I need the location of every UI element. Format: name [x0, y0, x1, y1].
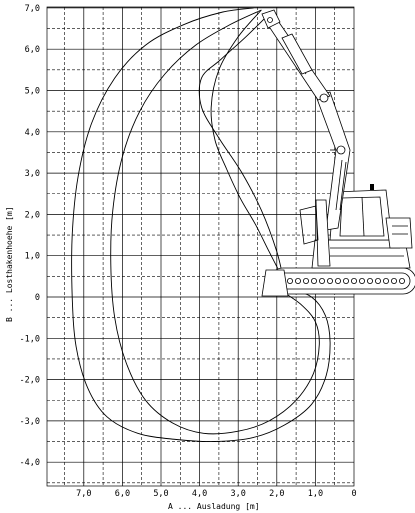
x-tick-label: 2,0: [269, 489, 284, 499]
y-tick-label: 4,0: [25, 128, 40, 138]
track-roller: [342, 277, 349, 284]
track-roller: [310, 277, 317, 284]
x-tick-label: 1,0: [308, 489, 323, 499]
x-tick-labels: 7,0 6,0 5,0 4,0 3,0 2,0 1,0 0: [76, 489, 356, 499]
x-tick-label: 4,0: [192, 489, 207, 499]
track-roller: [294, 277, 301, 284]
y-tick-label: 7,0: [25, 4, 40, 14]
y-tick-label: 2,0: [25, 210, 40, 220]
track-roller: [334, 277, 341, 284]
track-roller: [350, 277, 357, 284]
y-tick-label: -2,0: [20, 376, 40, 386]
x-tick-label: 0: [351, 489, 356, 499]
track-roller: [374, 277, 381, 284]
y-tick-label: 1,0: [25, 252, 40, 262]
y-tick-label: -4,0: [20, 458, 40, 468]
y-tick-label: -3,0: [20, 417, 40, 427]
y-tick-label: 5,0: [25, 87, 40, 97]
outer-envelope-curve: [71, 7, 331, 443]
y-axis-label: B ... Losthakenhoehe [m]: [5, 206, 14, 322]
track-roller: [398, 277, 405, 284]
track-roller: [366, 277, 373, 284]
x-axis-label: A ... Ausladung [m]: [168, 502, 260, 511]
track-roller: [382, 277, 389, 284]
inner-envelope-curve: [110, 9, 320, 435]
working-range-curves: [71, 7, 331, 443]
track-roller: [286, 277, 293, 284]
y-tick-label: 6,0: [25, 45, 40, 55]
track-roller: [302, 277, 309, 284]
y-tick-label: 3,0: [25, 169, 40, 179]
excavator-drawing: [261, 9, 415, 297]
x-tick-label: 5,0: [153, 489, 168, 499]
track-roller: [318, 277, 325, 284]
y-tick-label: 0: [35, 293, 40, 303]
x-tick-label: 3,0: [231, 489, 246, 499]
swing-curve: [210, 9, 287, 287]
y-tick-label: -1,0: [20, 334, 40, 344]
grid: [46, 6, 355, 487]
arm-curve: [198, 11, 285, 285]
track-roller: [390, 277, 397, 284]
track-roller: [326, 277, 333, 284]
x-tick-label: 6,0: [115, 489, 130, 499]
x-tick-label: 7,0: [76, 489, 91, 499]
y-tick-labels: 7,0 6,0 5,0 4,0 3,0 2,0 1,0 0 -1,0 -2,0 -3,0 -4,0: [20, 4, 40, 468]
track-roller: [358, 277, 365, 284]
